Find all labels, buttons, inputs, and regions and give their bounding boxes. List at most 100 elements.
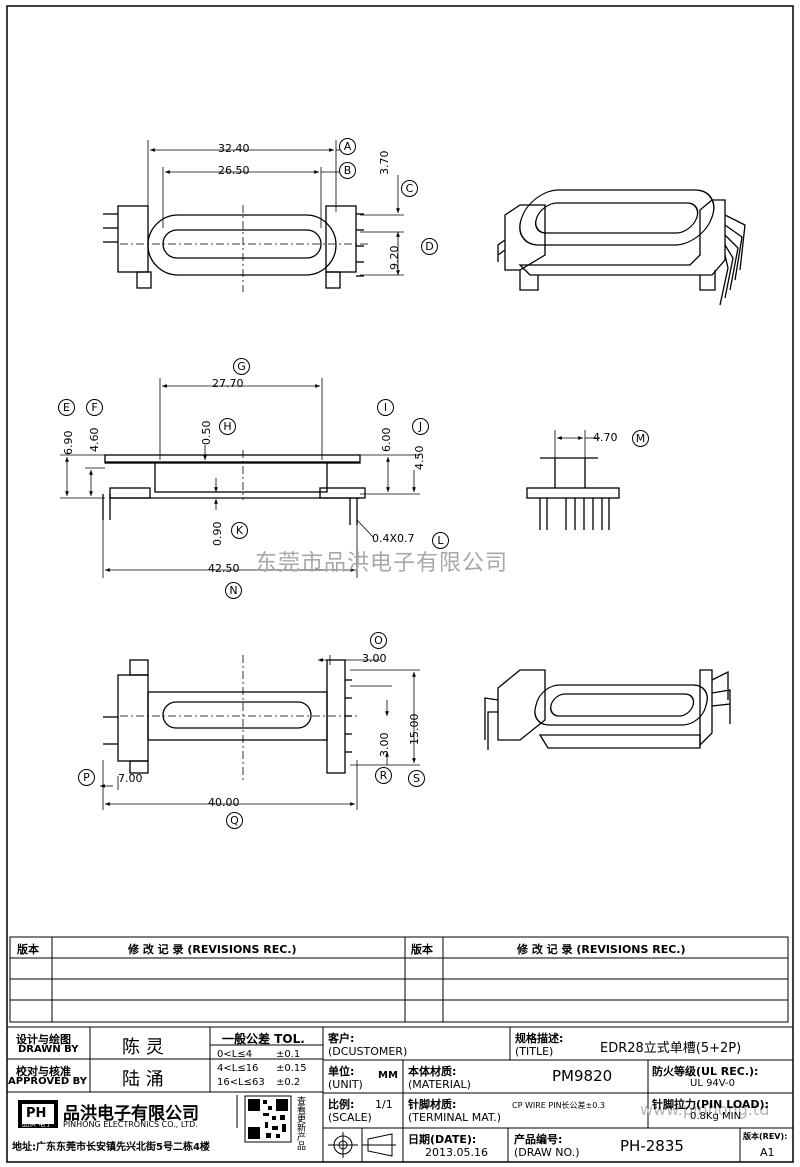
dim-h: 0.50 <box>200 420 213 446</box>
tol-title: 一般公差 TOL. <box>222 1032 305 1046</box>
marker-f: F <box>86 399 103 416</box>
customer-label-en: (DCUSTOMER) <box>328 1045 408 1058</box>
watermark: 东莞市品洪电子有限公司 <box>255 551 509 576</box>
iso-view-top <box>497 189 746 306</box>
marker-h: H <box>219 418 236 435</box>
tol-range-3: 16<L≤63 <box>217 1077 265 1088</box>
marker-r: R <box>375 767 392 784</box>
unit-label-en: (UNIT) <box>328 1078 363 1091</box>
pin-load-label: 针脚拉力(PIN LOAD): <box>652 1098 769 1111</box>
scale-label: 比例: <box>328 1098 355 1111</box>
tol-value-2: ±0.15 <box>276 1063 307 1074</box>
dim-i: 6.00 <box>380 427 393 453</box>
qr-code <box>244 1095 292 1143</box>
company-logo-text: PH <box>26 1106 47 1121</box>
bottom-view-dims <box>100 655 420 810</box>
rev-col3-header: 版本 <box>411 943 433 956</box>
dim-b: 26.50 <box>218 164 250 177</box>
rev-label: 版本(REV): <box>743 1132 788 1141</box>
dim-m: 4.70 <box>593 431 618 444</box>
dim-s: 15.00 <box>408 713 421 746</box>
projection-symbol <box>328 1132 396 1158</box>
dim-k: 0.90 <box>211 521 224 547</box>
title-block-lines <box>6 1026 794 1163</box>
drawn-by-value: 陈 灵 <box>122 1037 164 1058</box>
marker-q: Q <box>226 812 243 829</box>
marker-s: S <box>408 770 425 787</box>
terminal-label-en: (TERMINAL MAT.) <box>408 1111 502 1124</box>
unit-label: 单位: <box>328 1065 355 1078</box>
marker-m: M <box>632 430 649 447</box>
dim-p: 7.00 <box>118 772 143 785</box>
dim-e: 6.90 <box>62 430 75 456</box>
watermark-url: www.pinhong.td <box>640 1100 770 1119</box>
marker-n: N <box>225 582 242 599</box>
iso-view-bottom <box>484 669 731 750</box>
marker-j: J <box>412 418 429 435</box>
material-label-en: (MATERIAL) <box>408 1078 471 1091</box>
marker-b: B <box>339 162 356 179</box>
date-value: 2013.05.16 <box>425 1146 488 1159</box>
spec-label-en: (TITLE) <box>515 1045 554 1058</box>
drawn-by-label-en: DRAWN BY <box>18 1044 79 1055</box>
dim-l: 0.4X0.7 <box>372 532 415 545</box>
material-value: PM9820 <box>552 1067 613 1085</box>
marker-o: O <box>370 632 387 649</box>
dim-a: 32.40 <box>218 142 250 155</box>
tol-range-2: 4<L≤16 <box>217 1063 259 1074</box>
sheet-border <box>6 5 794 1163</box>
company-address: 地址:广东东莞市长安镇先兴北街5号二栋4楼 <box>12 1142 210 1153</box>
tol-range-1: 0<L≤4 <box>217 1049 253 1060</box>
fire-value: UL 94V-0 <box>690 1078 736 1089</box>
rev-col1-header: 版本 <box>17 943 39 956</box>
dim-j: 4.50 <box>413 445 426 471</box>
marker-e: E <box>58 399 75 416</box>
marker-d: D <box>421 238 438 255</box>
unit-value: MM <box>378 1070 398 1081</box>
spec-label: 规格描述: <box>515 1032 564 1045</box>
dim-g: 27.70 <box>212 377 244 390</box>
scale-label-en: (SCALE) <box>328 1111 372 1124</box>
dim-c: 3.70 <box>378 150 391 176</box>
marker-l: L <box>432 532 449 549</box>
dim-o: 3.00 <box>362 652 387 665</box>
drawn-by-label: 设计与绘图 <box>16 1033 71 1046</box>
front-view <box>102 450 366 525</box>
front-view-dims <box>60 378 420 578</box>
side-view <box>526 457 620 530</box>
fire-label: 防火等级(UL REC.): <box>652 1065 759 1078</box>
company-logo <box>18 1100 58 1128</box>
revision-table <box>9 936 789 1023</box>
spec-value: EDR28立式单槽(5+2P) <box>600 1041 742 1056</box>
marker-a: A <box>339 138 356 155</box>
pin-load-value: 0.8Kg MIN <box>690 1111 742 1122</box>
dim-r: 3.00 <box>378 732 391 758</box>
dim-q: 40.00 <box>208 796 240 809</box>
marker-k: K <box>231 522 248 539</box>
marker-c: C <box>401 180 418 197</box>
top-view-dims <box>147 140 404 276</box>
bottom-view <box>103 655 360 780</box>
draw-no-value: PH-2835 <box>620 1137 684 1155</box>
terminal-label: 针脚材质: <box>408 1098 457 1111</box>
marker-p: P <box>78 769 95 786</box>
rev-value: A1 <box>760 1146 775 1159</box>
scale-value: 1/1 <box>375 1098 393 1111</box>
company-logo-sub: 品洪 电子 <box>22 1120 53 1128</box>
draw-no-label-en: (DRAW NO.) <box>514 1146 580 1159</box>
dim-d: 9.20 <box>388 245 401 271</box>
tol-value-1: ±0.1 <box>276 1049 301 1060</box>
top-view <box>103 205 370 292</box>
customer-label: 客户: <box>328 1032 355 1045</box>
tol-value-3: ±0.2 <box>276 1077 301 1088</box>
material-label: 本体材质: <box>408 1065 457 1078</box>
side-view-dims <box>554 430 600 458</box>
rev-col4-header: 修 改 记 录 (REVISIONS REC.) <box>517 943 686 956</box>
rev-col2-header: 修 改 记 录 (REVISIONS REC.) <box>128 943 297 956</box>
terminal-value: CP WIRE PIN长公差±0.3 <box>512 1101 605 1110</box>
dim-f: 4.60 <box>88 427 101 453</box>
marker-g: G <box>233 358 250 375</box>
approved-by-value: 陆 涌 <box>122 1069 164 1090</box>
draw-no-label: 产品编号: <box>514 1133 563 1146</box>
